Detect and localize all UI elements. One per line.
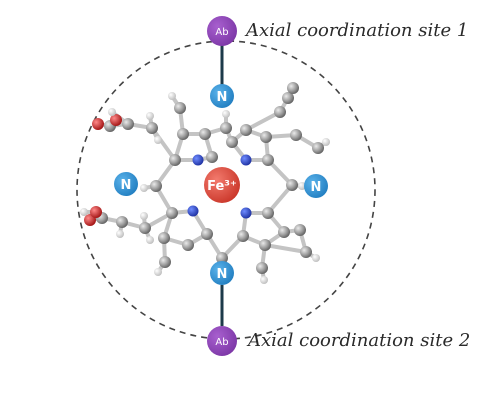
carbon-atom — [286, 179, 298, 191]
oxygen-atom — [90, 206, 102, 218]
carbon-atom — [260, 131, 272, 143]
svg-text:N: N — [311, 180, 322, 195]
hydrogen-atom — [260, 276, 268, 284]
hydrogen-atom — [154, 268, 162, 276]
carbon-atom — [206, 151, 218, 163]
svg-text:Ab: Ab — [215, 337, 228, 348]
axial-site-1-label: Axial coordination site 1 — [246, 20, 469, 41]
carbon-atom — [174, 102, 186, 114]
carbon-atom — [259, 239, 271, 251]
carbon-atom — [116, 216, 128, 228]
carbon-atom — [169, 154, 181, 166]
pyrrole-nitrogen-atom — [240, 154, 252, 166]
pyrrole-nitrogen-atom — [187, 205, 199, 217]
carbon-atom — [122, 118, 134, 130]
nitrogen-ligand-left: N — [114, 172, 138, 196]
svg-text:N: N — [121, 178, 132, 193]
carbon-atom — [158, 232, 170, 244]
svg-text:Fe³⁺: Fe³⁺ — [207, 179, 237, 194]
porphyrin-atoms — [80, 82, 330, 284]
carbon-atom — [220, 122, 232, 134]
axial-site-2-label: Axial coordination site 2 — [248, 330, 471, 351]
carbon-atom — [146, 122, 158, 134]
carbon-atom — [139, 222, 151, 234]
carbon-atom — [262, 207, 274, 219]
nitrogen-ligand-right: N — [304, 174, 328, 198]
hydrogen-atom — [312, 254, 320, 262]
bond-b2-s2 — [244, 110, 282, 132]
bond-m2-a3 — [266, 183, 294, 215]
carbon-atom — [240, 124, 252, 136]
svg-text:N: N — [217, 267, 228, 282]
carbon-atom — [287, 82, 299, 94]
carbon-atom — [282, 92, 294, 104]
hydrogen-atom — [322, 138, 330, 146]
carbon-atom — [201, 228, 213, 240]
hydrogen-atom — [298, 182, 306, 190]
oxygen-atom — [92, 118, 104, 130]
carbon-atom — [182, 239, 194, 251]
carbon-atom — [159, 256, 171, 268]
nitrogen-ligand-bottom: N — [210, 261, 234, 285]
iron-center: Fe³⁺ — [204, 167, 240, 203]
ab-ligand-top: Ab — [207, 16, 237, 46]
hydrogen-atom — [140, 212, 148, 220]
hydrogen-atom — [146, 236, 154, 244]
carbon-atom — [274, 106, 286, 118]
carbon-atom — [300, 246, 312, 258]
carbon-atom — [312, 142, 324, 154]
carbon-atom — [278, 226, 290, 238]
hydrogen-atom — [146, 112, 154, 120]
nitrogen-ligand-top: N — [210, 84, 234, 108]
carbon-atom — [226, 136, 238, 148]
hydrogen-atom — [108, 108, 116, 116]
oxygen-atom — [110, 114, 122, 126]
carbon-atom — [199, 128, 211, 140]
bond-c3-s4b — [263, 243, 308, 254]
hydrogen-atom — [168, 92, 176, 100]
carbon-atom — [166, 207, 178, 219]
carbon-atom — [177, 128, 189, 140]
carbon-atom — [216, 252, 228, 264]
svg-text:N: N — [217, 90, 228, 105]
carbon-atom — [294, 224, 306, 236]
carbon-atom — [237, 230, 249, 242]
carbon-atom — [262, 154, 274, 166]
hydrogen-atom — [222, 110, 230, 118]
hydrogen-atom — [140, 184, 148, 192]
pyrrole-nitrogen-atom — [240, 207, 252, 219]
carbon-atom — [256, 262, 268, 274]
svg-text:Ab: Ab — [215, 27, 228, 38]
hydrogen-atom — [80, 208, 88, 216]
hydrogen-atom — [154, 136, 162, 144]
ab-ligand-bottom: Ab — [207, 326, 237, 356]
carbon-atom — [290, 129, 302, 141]
pyrrole-nitrogen-atom — [192, 154, 204, 166]
hydrogen-atom — [116, 230, 124, 238]
carbon-atom — [150, 180, 162, 192]
